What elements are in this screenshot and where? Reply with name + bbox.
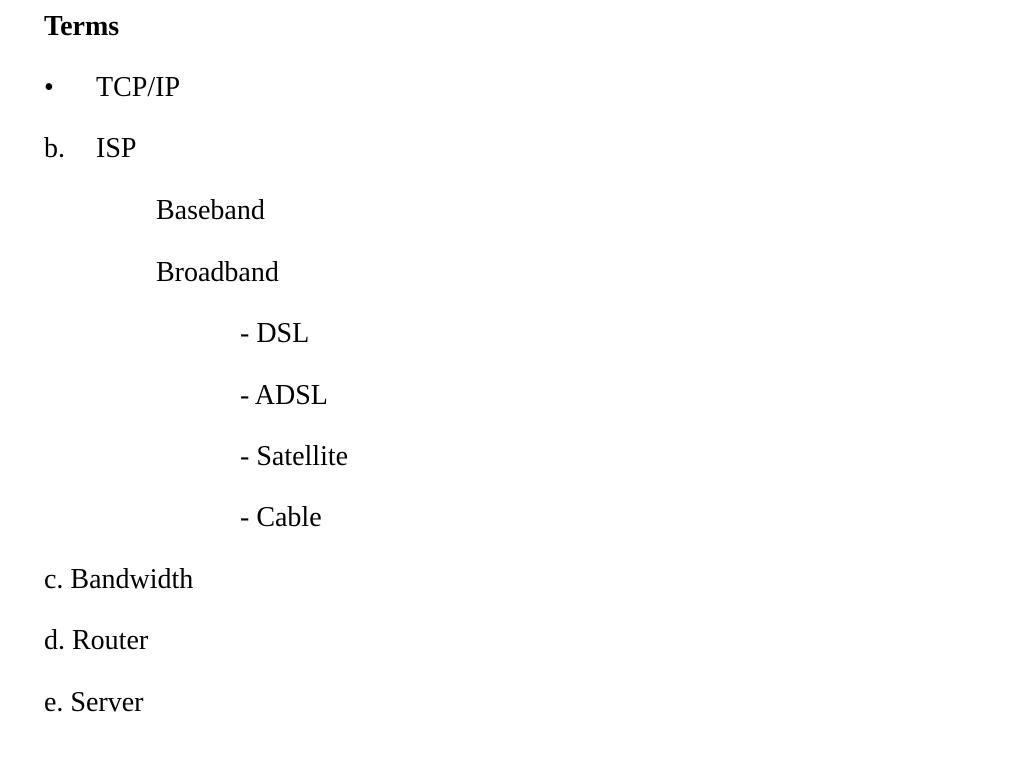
list-item-satellite: - Satellite [240,441,349,472]
list-item-dsl: - DSL [240,318,310,349]
list-item-baseband: Baseband [156,195,265,226]
list-item-adsl: - ADSL [240,380,328,411]
list-item-broadband: Broadband [156,257,279,288]
bullet-marker: • [44,72,54,103]
list-item-label: ISP [96,133,137,164]
list-marker: b. [44,133,65,164]
list-item-label: TCP/IP [96,72,181,103]
list-item-server: e. Server [44,687,144,718]
list-item-cable: - Cable [240,502,322,533]
page-title: Terms [44,11,120,42]
list-item-bandwidth: c. Bandwidth [44,564,194,595]
list-item-router: d. Router [44,625,149,656]
